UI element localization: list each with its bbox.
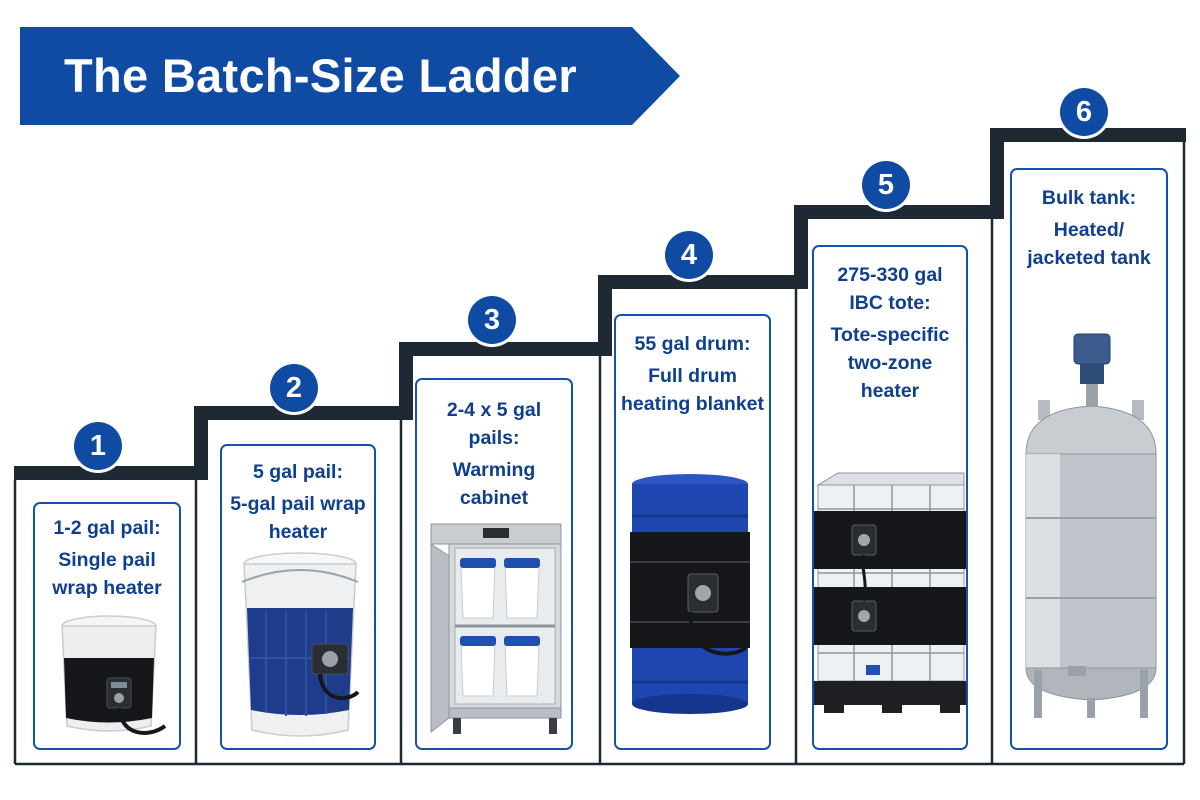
step-number-1: 1 xyxy=(74,422,122,470)
step-card-5: 275-330 gal IBC tote: Tote-specific two-… xyxy=(812,245,968,750)
ibc-tote-heater-icon xyxy=(814,472,966,713)
step-solution: Heated/ jacketed tank xyxy=(1027,219,1151,269)
step-number-2: 2 xyxy=(270,364,318,412)
step-size-label: 55 gal drum: xyxy=(634,333,751,355)
step-card-6: Bulk tank: Heated/ jacketed tank xyxy=(1010,168,1168,750)
step-size-label: 275-330 gal IBC tote: xyxy=(837,264,943,314)
step-solution: Single pail wrap heater xyxy=(52,549,162,599)
step-number-6: 6 xyxy=(1060,88,1108,136)
step-card-4: 55 gal drum: Full drum heating blanket xyxy=(614,314,771,750)
jacketed-tank-icon xyxy=(1025,333,1157,718)
step-number-3: 3 xyxy=(468,296,516,344)
step-size-label: 2-4 x 5 gal pails: xyxy=(446,399,542,449)
five-gallon-pail-heater-icon xyxy=(241,552,360,737)
title-banner: The Batch-Size Ladder xyxy=(20,27,680,125)
drum-heating-blanket-icon xyxy=(630,474,750,714)
step-number-5: 5 xyxy=(862,161,910,209)
step-number-4: 4 xyxy=(665,231,713,279)
step-size-label: 5 gal pail: xyxy=(253,461,343,483)
step-card-3: 2-4 x 5 gal pails: Warming cabinet xyxy=(415,378,573,750)
step-card-1: 1-2 gal pail: Single pail wrap heater xyxy=(33,502,181,750)
page-title: The Batch-Size Ladder xyxy=(64,49,577,102)
step-card-2: 5 gal pail: 5-gal pail wrap heater xyxy=(220,444,376,750)
step-size-label: Bulk tank: xyxy=(1041,187,1137,209)
small-pail-wrap-heater-icon xyxy=(61,615,167,735)
step-solution: Warming cabinet xyxy=(452,459,536,509)
step-solution: Full drum heating blanket xyxy=(620,365,765,415)
warming-cabinet-icon xyxy=(430,523,562,734)
step-size-label: 1-2 gal pail: xyxy=(53,517,161,539)
step-solution: Tote-specific two-zone heater xyxy=(830,324,950,402)
step-solution: 5-gal pail wrap heater xyxy=(230,493,366,543)
